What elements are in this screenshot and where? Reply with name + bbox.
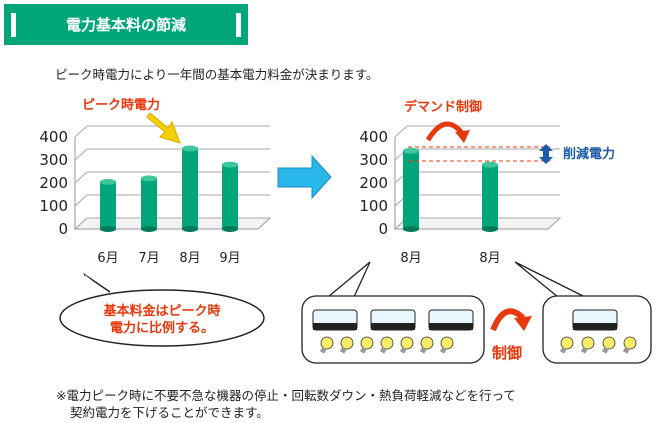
right-chart-floor <box>393 217 562 230</box>
light-bulb-icon <box>320 336 334 350</box>
light-bulb-icon <box>340 336 354 350</box>
light-bulb-icon <box>602 336 616 350</box>
light-bulb-icon <box>400 336 414 350</box>
speech-bubble <box>59 289 265 347</box>
bubble-tail-fill <box>85 275 108 296</box>
left-chart-bar <box>222 164 238 229</box>
right-chart-bar-base <box>482 226 498 232</box>
right-chart-gridline <box>394 125 560 138</box>
after-bubble-tail <box>514 261 586 298</box>
left-chart-ytick: 200 <box>39 174 68 192</box>
left-chart-xtick: 8月 <box>179 251 200 266</box>
left-chart-bar <box>141 178 157 229</box>
note-line2: 契約電力を下げることができます。 <box>70 405 269 420</box>
bulb-base <box>559 346 567 354</box>
left-chart-xtick: 9月 <box>219 251 240 266</box>
control-label: 制御 <box>492 344 523 362</box>
right-chart-ytick: 200 <box>359 174 388 192</box>
air-conditioner-vent <box>313 323 357 330</box>
bulb-base <box>601 346 609 354</box>
light-bulb-icon <box>623 336 637 350</box>
air-conditioner-vent <box>573 323 617 330</box>
light-bulb-icon <box>581 336 595 350</box>
left-chart-xtick: 6月 <box>97 251 118 266</box>
left-chart-bar <box>100 181 116 229</box>
light-bulb-icon <box>360 336 374 350</box>
right-chart-gridline <box>394 194 560 207</box>
left-chart-gridline <box>74 171 270 184</box>
left-chart-bar-base <box>100 226 116 232</box>
right-chart-gridline <box>394 171 560 184</box>
left-chart-bar-top <box>182 145 198 152</box>
left-chart-bar <box>182 148 198 229</box>
air-conditioner-vent <box>429 323 473 330</box>
curved-arrow-head <box>455 130 470 143</box>
left-chart-xtick: 7月 <box>138 251 159 266</box>
right-arrow-icon <box>277 154 332 200</box>
left-chart-gridline <box>74 217 270 230</box>
right-chart-bar <box>482 164 498 229</box>
before-bubble-tail <box>327 261 371 298</box>
left-chart-gridline <box>74 194 270 207</box>
left-chart-ytick: 300 <box>39 151 68 169</box>
right-chart-xtick: 8月 <box>479 251 500 266</box>
peak-label: ピーク時電力 <box>82 98 161 113</box>
left-chart-bar-base <box>141 226 157 232</box>
double-arrow-icon <box>539 144 553 164</box>
bulb-base <box>359 346 367 354</box>
left-chart-bar-base <box>182 226 198 232</box>
control-arrow-icon <box>490 308 526 332</box>
intro-text: ピーク時電力により一年間の基本電力料金が決まります。 <box>55 67 379 82</box>
bulb-base <box>622 346 630 354</box>
section-title: 電力基本料の節減 <box>4 4 248 45</box>
bulb-base <box>379 346 387 354</box>
light-bulb-icon <box>420 336 434 350</box>
left-chart-ytick: 100 <box>39 197 68 215</box>
bulb-base <box>439 346 447 354</box>
left-chart-ytick: 0 <box>58 220 68 238</box>
right-chart-bar-top <box>482 161 498 168</box>
note-line1: ※電力ピーク時に不要不急な機器の停止・回転数ダウン・熱負荷軽減などを行って <box>56 388 516 403</box>
bulb-base <box>580 346 588 354</box>
light-bulb-icon <box>560 336 574 350</box>
light-bulb-icon <box>380 336 394 350</box>
left-chart-ytick: 400 <box>39 128 68 146</box>
right-chart-bar-base <box>403 226 419 232</box>
curved-arrow-icon <box>425 121 464 142</box>
right-chart-xtick: 8月 <box>400 251 421 266</box>
right-chart-ytick: 100 <box>359 197 388 215</box>
left-chart-gridline <box>74 125 270 138</box>
right-chart-bar <box>403 150 419 229</box>
right-chart-ytick: 300 <box>359 151 388 169</box>
right-chart-gridline <box>394 148 560 161</box>
right-chart-ytick: 400 <box>359 128 388 146</box>
bubble-line1: 基本料金はピーク時 <box>103 304 221 319</box>
bulb-base <box>319 346 327 354</box>
bulb-base <box>419 346 427 354</box>
control-arrow-head <box>514 316 532 331</box>
right-chart-bar-top <box>403 147 419 154</box>
bulb-base <box>399 346 407 354</box>
reduction-label: 削減電力 <box>563 147 616 162</box>
bubble-line2: 電力に比例する。 <box>109 321 214 336</box>
left-chart-gridline <box>74 148 270 161</box>
left-chart-bar-top <box>100 178 116 185</box>
left-chart-bar-base <box>222 226 238 232</box>
yellow-arrow-icon <box>146 112 181 144</box>
left-chart-bar-top <box>141 175 157 182</box>
light-bulb-icon <box>440 336 454 350</box>
air-conditioner-vent <box>371 323 415 330</box>
left-chart-bar-top <box>222 161 238 168</box>
bubble-text: 基本料金はピーク時 電力に比例する。 <box>62 303 262 337</box>
bulb-base <box>339 346 347 354</box>
right-chart-ytick: 0 <box>378 220 388 238</box>
demand-control-label: デマンド制御 <box>404 100 483 115</box>
